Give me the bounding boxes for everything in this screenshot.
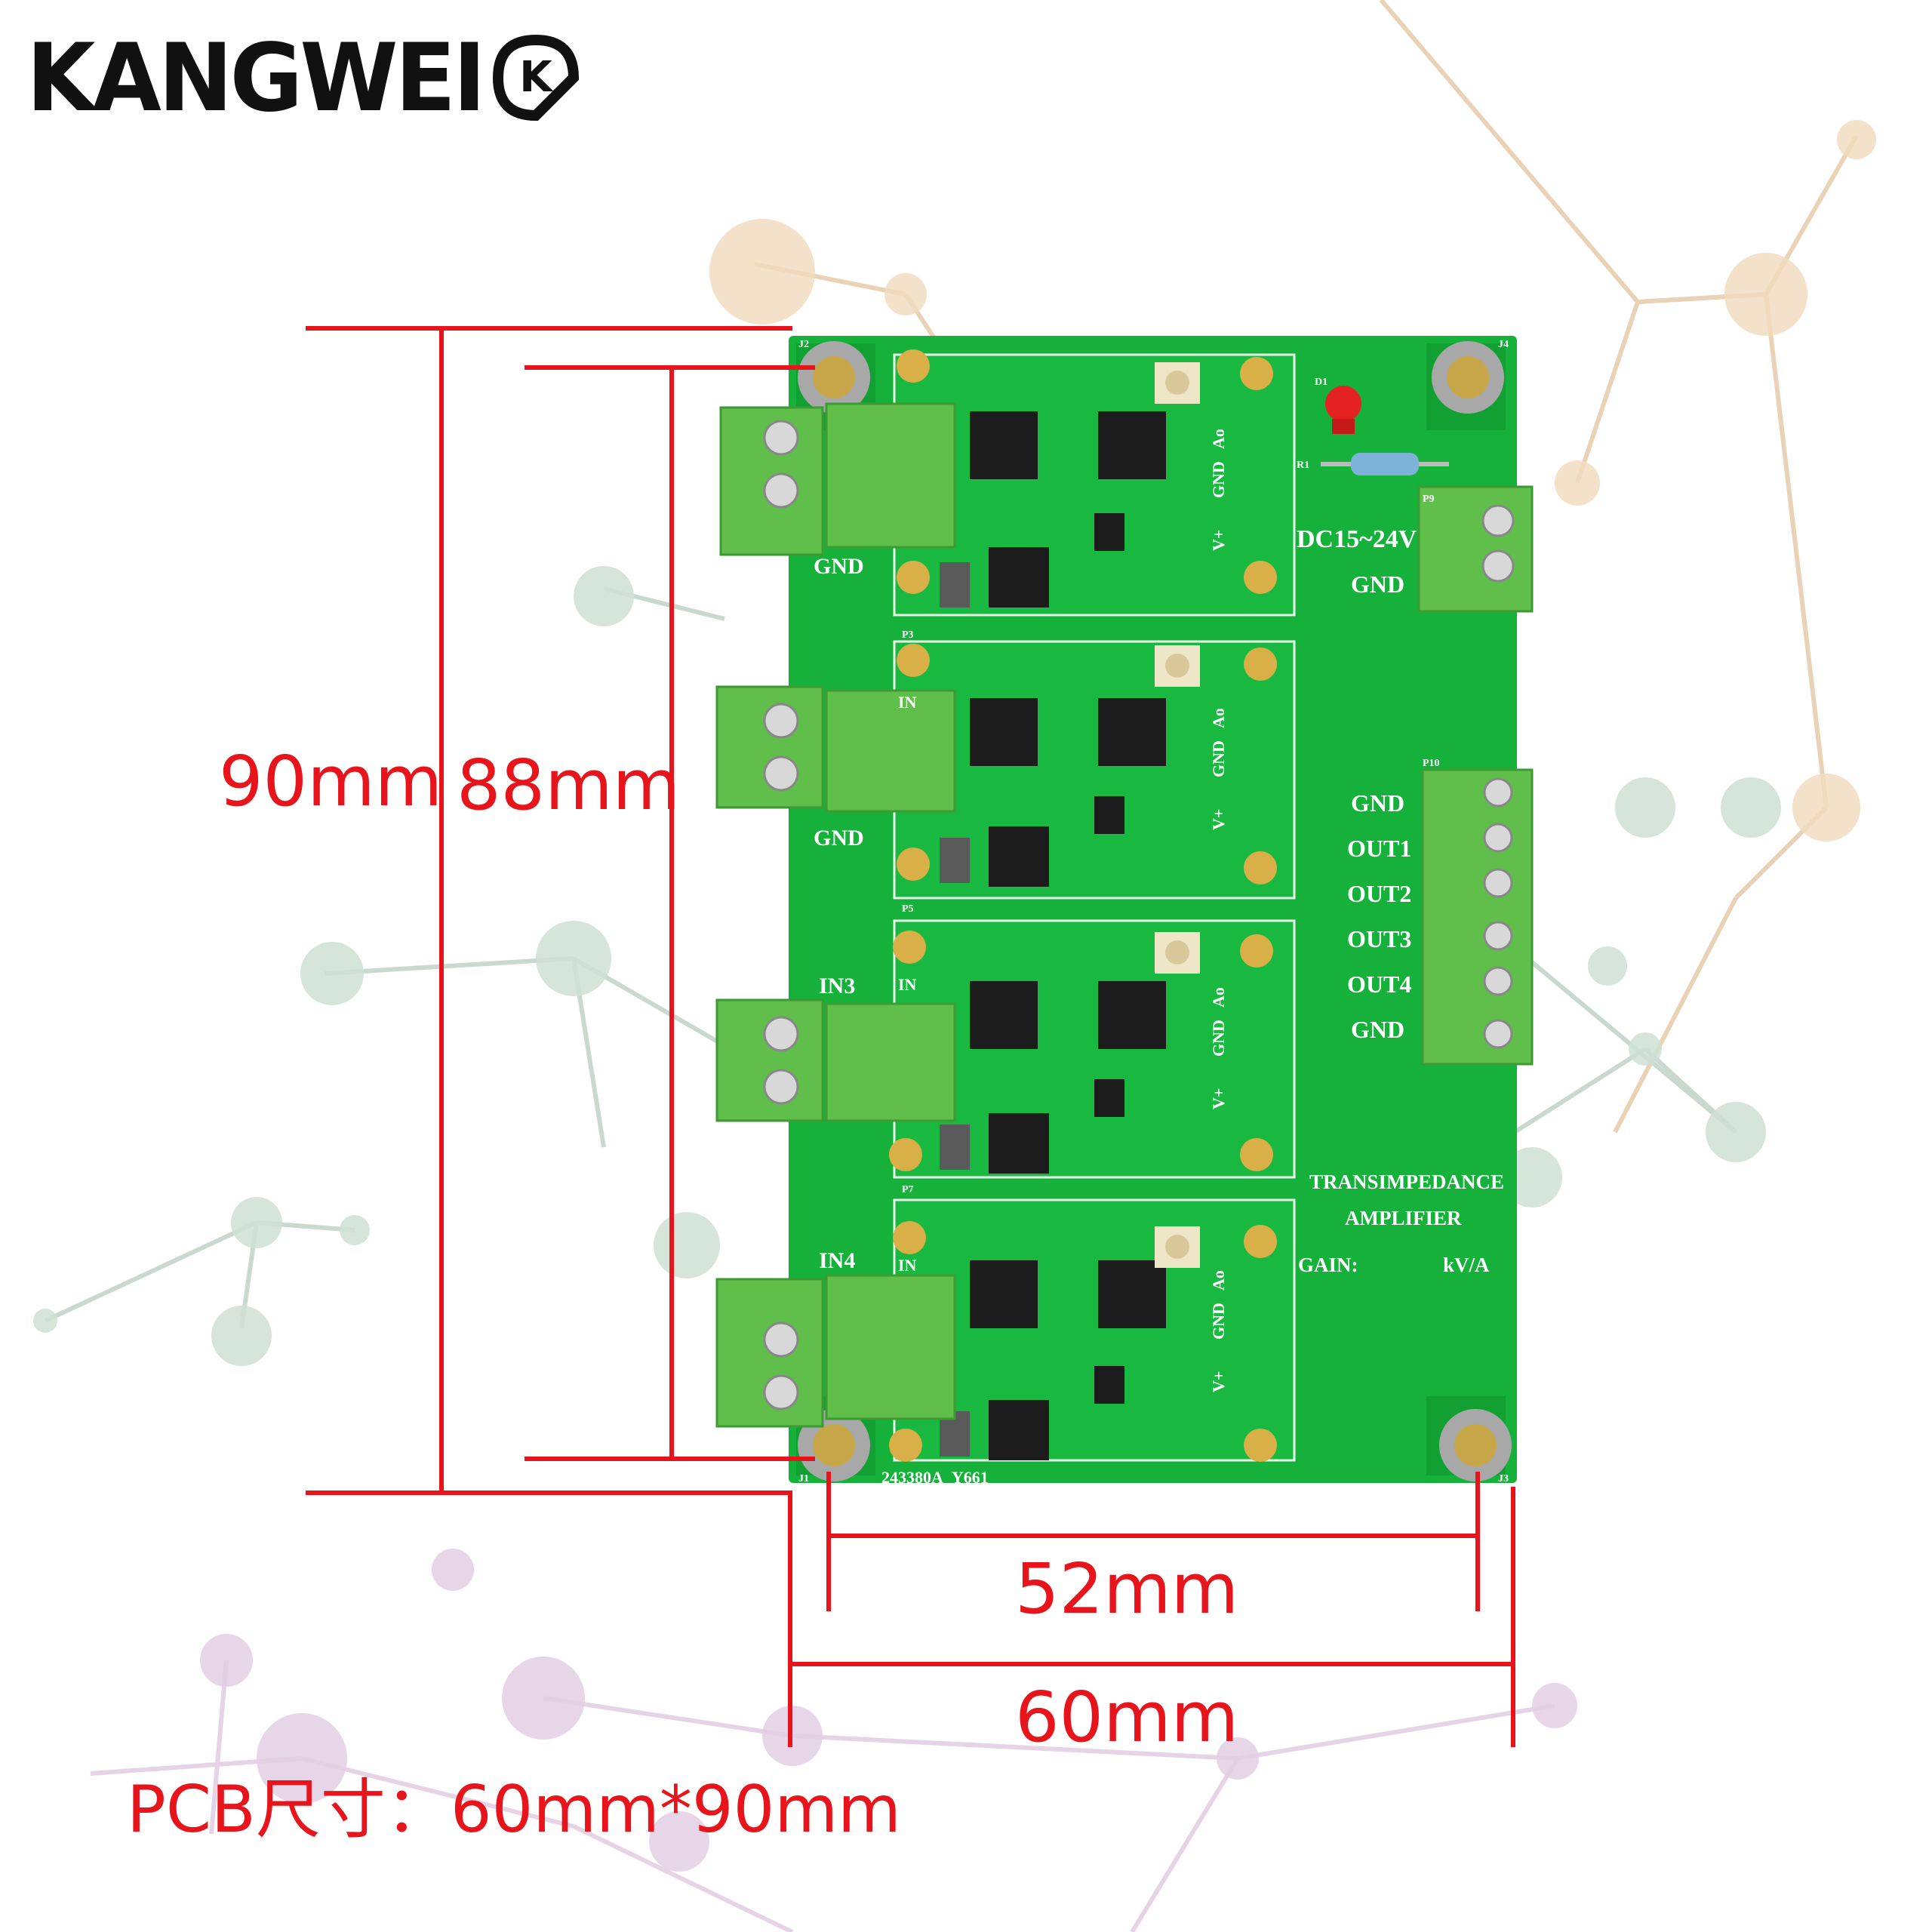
output-label: GND	[1351, 789, 1404, 817]
resistor-icon	[1321, 453, 1449, 475]
power-label: DC15~24V	[1297, 525, 1417, 553]
amplifier-module	[889, 1198, 1296, 1462]
screw-icon	[1481, 549, 1515, 583]
board-title-line1: TRANSIMPEDANCE	[1309, 1171, 1504, 1193]
pin-label: Ao	[1209, 987, 1228, 1008]
pin-label: Ao	[1209, 708, 1228, 728]
screw-icon	[1481, 504, 1515, 537]
ref-p7: P7	[902, 1184, 914, 1195]
pin-label: GND	[1209, 1303, 1228, 1340]
pin-label: GND	[1209, 740, 1228, 777]
output-terminal-block	[1421, 768, 1534, 1066]
pcb-size-caption: PCB尺寸：60mm*90mm	[127, 1772, 901, 1847]
pcb-board	[789, 336, 1517, 1483]
ref-j1: J1	[798, 1473, 809, 1484]
dimension-width-outer: 60mm	[1015, 1677, 1239, 1758]
board-title-line2: AMPLIFIER	[1345, 1207, 1462, 1229]
input-gnd-label: GND	[814, 554, 864, 579]
brand-badge-icon: K	[493, 34, 580, 122]
pin-label: V+	[1209, 1371, 1228, 1392]
brand-name: KANGWEI	[26, 23, 486, 133]
led-icon	[1325, 386, 1361, 434]
input-gnd-label: GND	[814, 826, 864, 851]
module-in-label: IN	[898, 693, 917, 712]
gain-unit: kV/A	[1443, 1254, 1490, 1276]
module-in-label: IN	[898, 1256, 917, 1275]
ref-p9: P9	[1423, 494, 1435, 505]
output-label: GND	[1351, 1016, 1404, 1043]
dimension-height-outer: 90mm	[219, 741, 443, 822]
ref-j2: J2	[798, 339, 809, 350]
pin-label: V+	[1209, 530, 1228, 551]
brand-badge-letter: K	[519, 53, 554, 102]
pin-label: GND	[1209, 1020, 1228, 1057]
power-gnd-label: GND	[1351, 571, 1404, 598]
pin-label: V+	[1209, 1088, 1228, 1109]
gain-label: GAIN:	[1298, 1254, 1358, 1276]
part-number: 243380A_Y661	[881, 1468, 989, 1487]
output-label: OUT3	[1347, 925, 1411, 952]
ref-p10: P10	[1423, 758, 1440, 769]
ref-p3: P3	[902, 629, 914, 641]
power-terminal-block	[1417, 485, 1534, 613]
ref-p5: P5	[902, 903, 914, 915]
ref-j4: J4	[1498, 339, 1509, 350]
output-label: OUT2	[1347, 880, 1411, 907]
pin-label: Ao	[1209, 429, 1228, 449]
screw-icon	[763, 420, 799, 1411]
pin-label: V+	[1209, 809, 1228, 830]
amplifier-module	[893, 640, 1296, 900]
pin-label: Ao	[1209, 1270, 1228, 1291]
input-label: IN4	[819, 1248, 855, 1273]
ref-j3: J3	[1498, 1473, 1509, 1484]
ref-r1: R1	[1297, 460, 1309, 471]
input-label: IN3	[819, 974, 855, 998]
amplifier-module	[889, 919, 1296, 1179]
ref-d1: D1	[1315, 377, 1327, 388]
dimension-width-inner: 52mm	[1015, 1549, 1239, 1629]
module-in-label: IN	[898, 975, 917, 994]
pin-label: GND	[1209, 461, 1228, 498]
brand-logo: KANGWEI K	[26, 21, 581, 134]
output-label: OUT4	[1347, 971, 1411, 998]
output-label: OUT1	[1347, 835, 1411, 862]
amplifier-module	[893, 349, 1296, 617]
dimension-height-inner: 88mm	[457, 745, 681, 826]
